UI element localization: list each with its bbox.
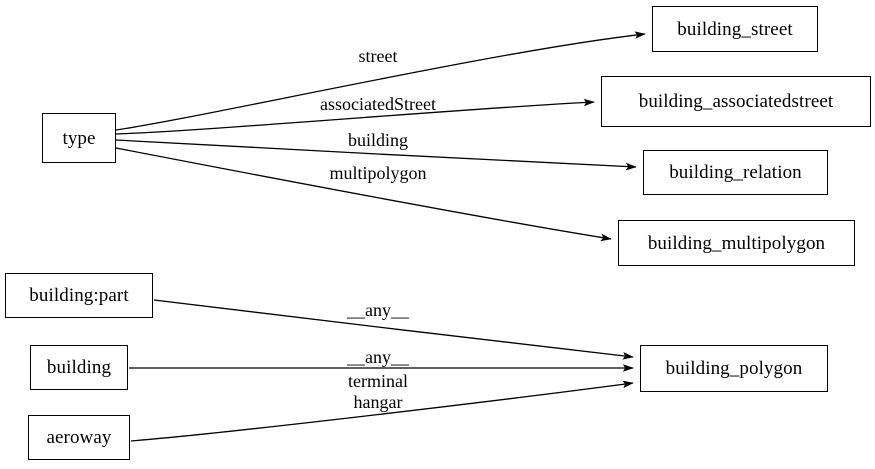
node-label: building <box>46 357 112 378</box>
edge-building_part-to-building_polygon <box>153 299 634 360</box>
node-type[interactable]: type <box>42 113 116 163</box>
node-building-part[interactable]: building:part <box>5 273 153 318</box>
edge-type-to-building_multipolygon <box>115 147 612 242</box>
node-building-multipolygon[interactable]: building_multipolygon <box>618 220 855 266</box>
node-label: aeroway <box>46 427 112 448</box>
node-building-associatedstreet[interactable]: building_associatedstreet <box>601 76 871 127</box>
node-label: building:part <box>29 285 129 306</box>
node-building[interactable]: building <box>30 345 128 390</box>
node-label: building_relation <box>669 162 802 183</box>
node-building-street[interactable]: building_street <box>652 6 818 52</box>
edge-label-street: street <box>358 46 398 66</box>
edge-type-to-building_relation <box>115 139 637 171</box>
edge-label-terminal-hangar: terminal hangar <box>348 371 408 412</box>
edge-label-any-part: __any__ <box>347 300 409 320</box>
edge-path-group <box>115 31 646 442</box>
edge-aeroway-to-building_polygon <box>130 380 634 442</box>
edge-type-to-building_street <box>115 31 646 131</box>
node-label: building_polygon <box>665 358 803 379</box>
node-building-relation[interactable]: building_relation <box>643 150 828 195</box>
node-label: building_associatedstreet <box>638 91 834 112</box>
node-building-polygon[interactable]: building_polygon <box>640 345 828 392</box>
edge-type-to-building_associatedstreet <box>115 98 595 135</box>
edge-label-any-building: __any__ <box>347 347 409 367</box>
node-label: building_street <box>677 18 793 40</box>
edge-label-building: building <box>347 130 409 150</box>
edge-label-multipolygon: multipolygon <box>329 163 427 183</box>
node-label: type <box>62 127 96 149</box>
edge-label-associatedstreet: associatedStreet <box>320 94 436 114</box>
node-label: building_multipolygon <box>647 232 826 254</box>
node-aeroway[interactable]: aeroway <box>28 415 130 460</box>
